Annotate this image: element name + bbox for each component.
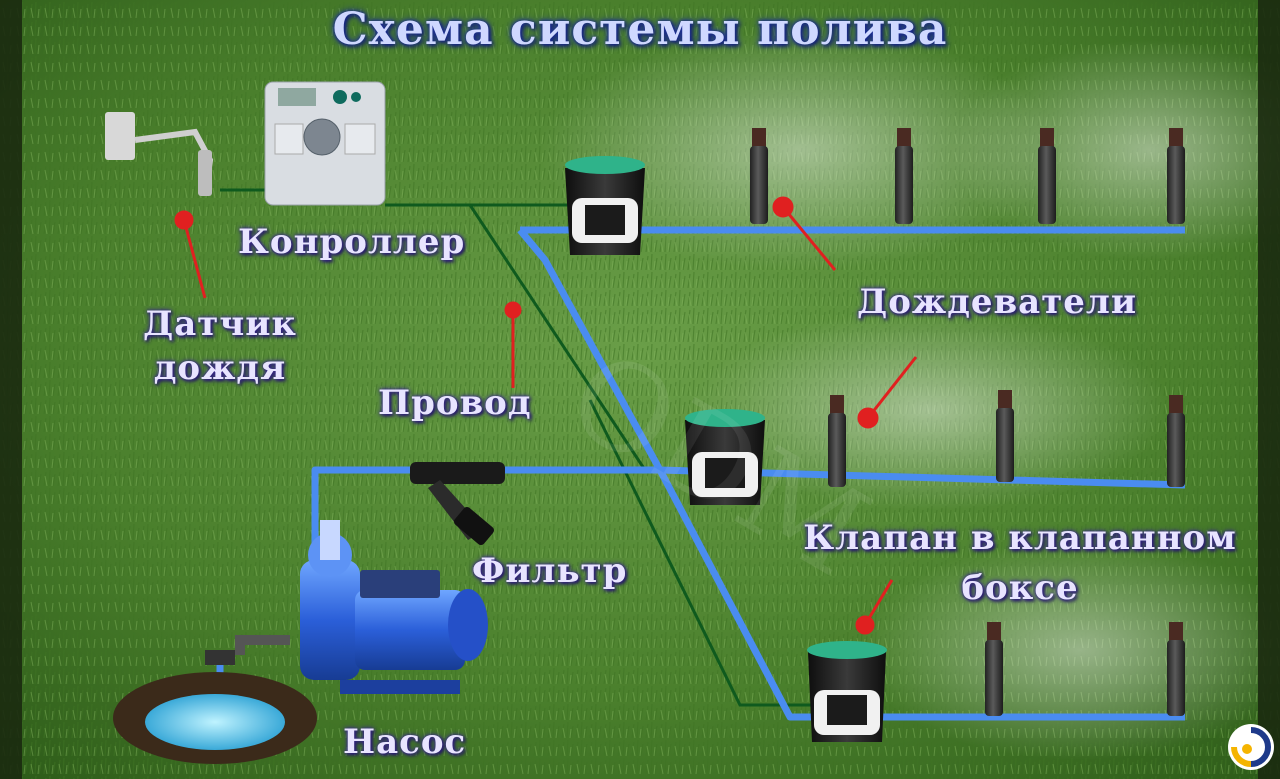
label-controller: Конроллер <box>238 222 466 262</box>
valve-box-icon <box>807 641 887 742</box>
sprinkler-icon <box>750 128 768 224</box>
valve-box-icon <box>565 156 645 255</box>
logo-shape <box>1231 727 1271 767</box>
sprinklers-row-2 <box>828 390 1185 487</box>
label-valve-line2: боксе <box>961 568 1079 608</box>
left-frame <box>0 0 22 779</box>
valve-box-icon <box>685 409 765 505</box>
right-frame <box>1258 0 1280 779</box>
sprinkler-icon <box>996 390 1014 482</box>
controller-icon <box>264 81 386 206</box>
pump-icon <box>235 520 488 694</box>
label-wire: Провод <box>378 383 532 423</box>
label-filter: Фильтр <box>472 551 628 591</box>
sprinkler-icon <box>1038 128 1056 224</box>
label-valve: Клапан в клапанном боксе <box>800 513 1240 613</box>
sprinkler-icon <box>1167 395 1185 487</box>
label-valve-line1: Клапан в клапанном <box>803 518 1237 558</box>
sprinkler-icon <box>1167 128 1185 224</box>
spray-mist <box>950 40 1280 260</box>
pointer-markers <box>174 196 918 635</box>
filter-icon <box>410 462 505 546</box>
sprinkler-icon <box>985 622 1003 716</box>
sprinkler-icon <box>1167 622 1185 716</box>
logo-icon <box>1228 724 1274 770</box>
page-title: Схема системы полива <box>332 4 948 55</box>
spray-mist <box>540 30 1060 270</box>
label-rain-sensor-line2: дождя <box>153 348 287 388</box>
label-sprinklers: Дождеватели <box>857 282 1138 322</box>
spray-mist <box>690 310 1170 510</box>
sprinklers-row-3 <box>985 622 1185 716</box>
label-pump: Насос <box>343 722 467 762</box>
well-icon <box>113 650 317 764</box>
label-rain-sensor: Датчик дождя <box>135 302 305 390</box>
label-rain-sensor-line1: Датчик <box>143 304 297 344</box>
rain-sensor-icon <box>105 112 214 196</box>
sprinkler-icon <box>828 395 846 487</box>
sprinkler-icon <box>895 128 913 224</box>
sprinklers-row-1 <box>750 128 1185 224</box>
